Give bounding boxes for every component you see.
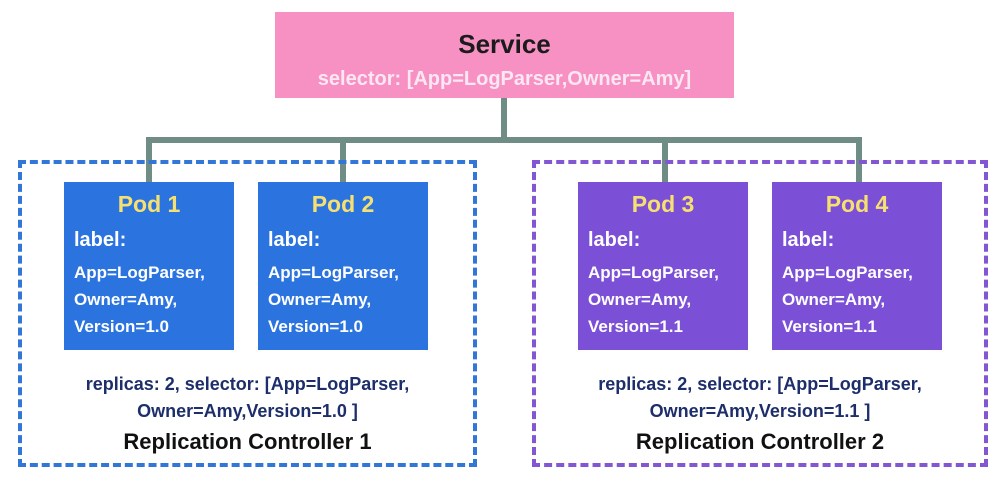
pod-label-owner: Owner=Amy, — [268, 290, 372, 309]
pod-label-heading: label: — [74, 229, 127, 251]
pod-label-heading: label: — [268, 229, 321, 251]
rc-2-name: Replication Controller 2 — [635, 429, 885, 454]
pod-label-version: Version=1.0 — [74, 317, 169, 336]
pod-label-heading: label: — [782, 229, 835, 251]
pod-label-app: App=LogParser, — [74, 263, 205, 282]
pod-label-version: Version=1.1 — [588, 317, 683, 336]
pod-label-owner: Owner=Amy, — [588, 290, 692, 309]
replication-controller-1-boundary — [18, 160, 477, 467]
pod-title: Pod 3 — [631, 191, 695, 217]
service-title: Service — [458, 29, 551, 59]
pod-label-version: Version=1.1 — [782, 317, 877, 336]
pod-title: Pod 1 — [117, 191, 181, 217]
pod-label-owner: Owner=Amy, — [74, 290, 178, 309]
pod-2: Pod 2 label: App=LogParser, Owner=Amy, V… — [258, 182, 428, 350]
pod-1-connector — [146, 137, 152, 182]
service-node: Service selector: [App=LogParser,Owner=A… — [275, 12, 734, 98]
replication-controller-2-boundary — [532, 160, 988, 467]
pod-4: Pod 4 label: App=LogParser, Owner=Amy, V… — [772, 182, 942, 350]
rc-1-selector-line-2: Owner=Amy,Version=1.0 ] — [137, 401, 358, 421]
pod-3-connector — [662, 137, 668, 182]
pod-1: Pod 1 label: App=LogParser, Owner=Amy, V… — [64, 182, 234, 350]
rc-2-selector-line-2: Owner=Amy,Version=1.1 ] — [649, 401, 871, 421]
rc-2-selector-line-1: replicas: 2, selector: [App=LogParser, — [598, 374, 922, 394]
pod-label-heading: label: — [588, 229, 641, 251]
horizontal-bus-connector — [146, 137, 862, 143]
pod-label-version: Version=1.0 — [268, 317, 363, 336]
pod-title: Pod 2 — [311, 191, 375, 217]
pod-4-connector — [856, 137, 862, 182]
pod-label-app: App=LogParser, — [588, 263, 719, 282]
pod-label-app: App=LogParser, — [782, 263, 913, 282]
service-stem-connector — [501, 98, 507, 140]
service-selector: selector: [App=LogParser,Owner=Amy] — [317, 68, 692, 90]
rc-1-selector-line-1: replicas: 2, selector: [App=LogParser, — [85, 374, 410, 394]
pod-label-owner: Owner=Amy, — [782, 290, 886, 309]
pod-title: Pod 4 — [825, 191, 889, 217]
pod-label-app: App=LogParser, — [268, 263, 399, 282]
pod-3: Pod 3 label: App=LogParser, Owner=Amy, V… — [578, 182, 748, 350]
pod-2-connector — [340, 137, 346, 182]
rc-1-name: Replication Controller 1 — [123, 429, 372, 454]
